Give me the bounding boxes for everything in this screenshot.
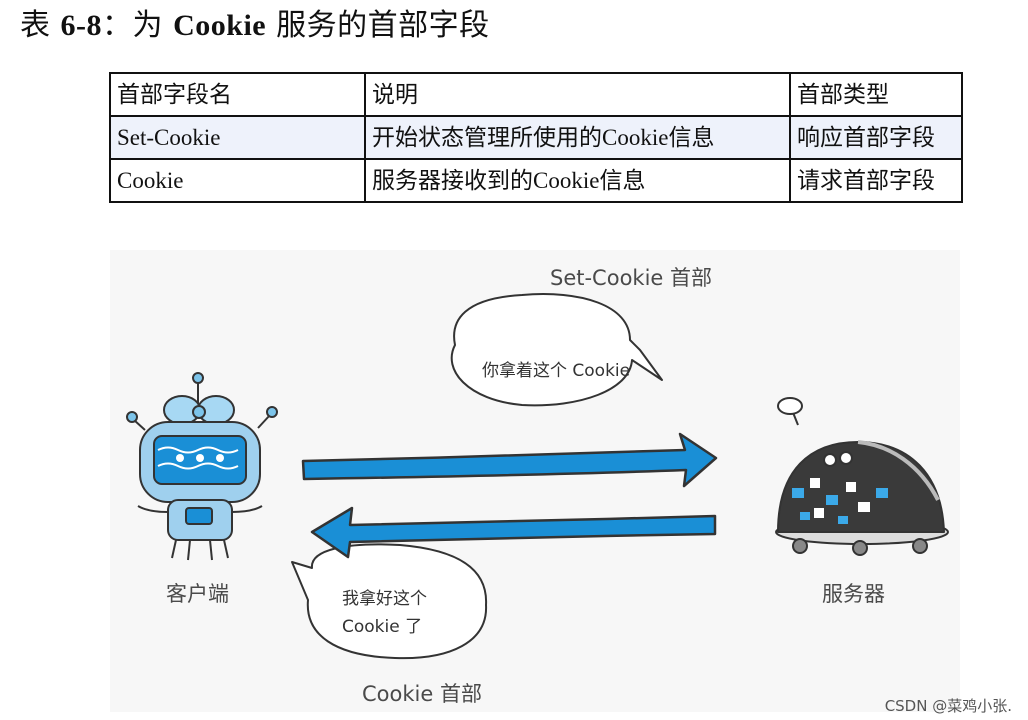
title-suffix: 服务的首部字段 <box>266 8 490 43</box>
title-number: 6-8 <box>60 9 103 42</box>
server-bubble-text: 你拿着这个 Cookie <box>482 361 631 381</box>
table-header-cell: 首部字段名 <box>109 72 366 117</box>
client-bubble-line1: 我拿好这个 <box>342 589 427 609</box>
page-title: 表 6-8：为 Cookie 服务的首部字段 <box>20 4 490 48</box>
client-label: 客户端 <box>166 582 229 606</box>
title-colon: ：为 <box>102 8 174 43</box>
table-row: Set-Cookie 开始状态管理所使用的Cookie信息 响应首部字段 <box>109 115 963 160</box>
table-row: Cookie 服务器接收到的Cookie信息 请求首部字段 <box>109 158 963 203</box>
table-cell: Set-Cookie <box>109 115 366 160</box>
server-robot-icon <box>775 397 949 556</box>
diagram-canvas <box>110 250 960 712</box>
title-prefix: 表 <box>20 8 61 43</box>
left-arrow-icon <box>310 506 717 559</box>
set-cookie-header-label: Set-Cookie 首部 <box>550 266 713 290</box>
table-cell: 响应首部字段 <box>789 115 963 160</box>
client-robot-icon <box>126 372 278 561</box>
table-header-cell: 说明 <box>364 72 791 117</box>
right-arrow-icon <box>301 432 718 488</box>
title-keyword: Cookie <box>173 9 267 42</box>
client-bubble-line2: Cookie 了 <box>342 617 423 637</box>
table-header-cell: 首部类型 <box>789 72 963 117</box>
table-cell: Cookie <box>109 158 366 203</box>
table-cell: 请求首部字段 <box>789 158 963 203</box>
cookie-diagram: Set-Cookie 首部 Cookie 首部 客户端 服务器 你拿着这个 Co… <box>110 250 960 712</box>
server-label: 服务器 <box>822 582 885 606</box>
watermark: CSDN @菜鸡小张. <box>884 697 1012 715</box>
cookie-header-label: Cookie 首部 <box>362 682 482 706</box>
table-cell: 开始状态管理所使用的Cookie信息 <box>364 115 791 160</box>
header-field-table: 首部字段名 说明 首部类型 Set-Cookie 开始状态管理所使用的Cooki… <box>109 72 963 203</box>
client-speech-bubble <box>291 543 488 660</box>
table-header-row: 首部字段名 说明 首部类型 <box>109 72 963 117</box>
server-speech-bubble <box>450 293 663 407</box>
table-cell: 服务器接收到的Cookie信息 <box>364 158 791 203</box>
